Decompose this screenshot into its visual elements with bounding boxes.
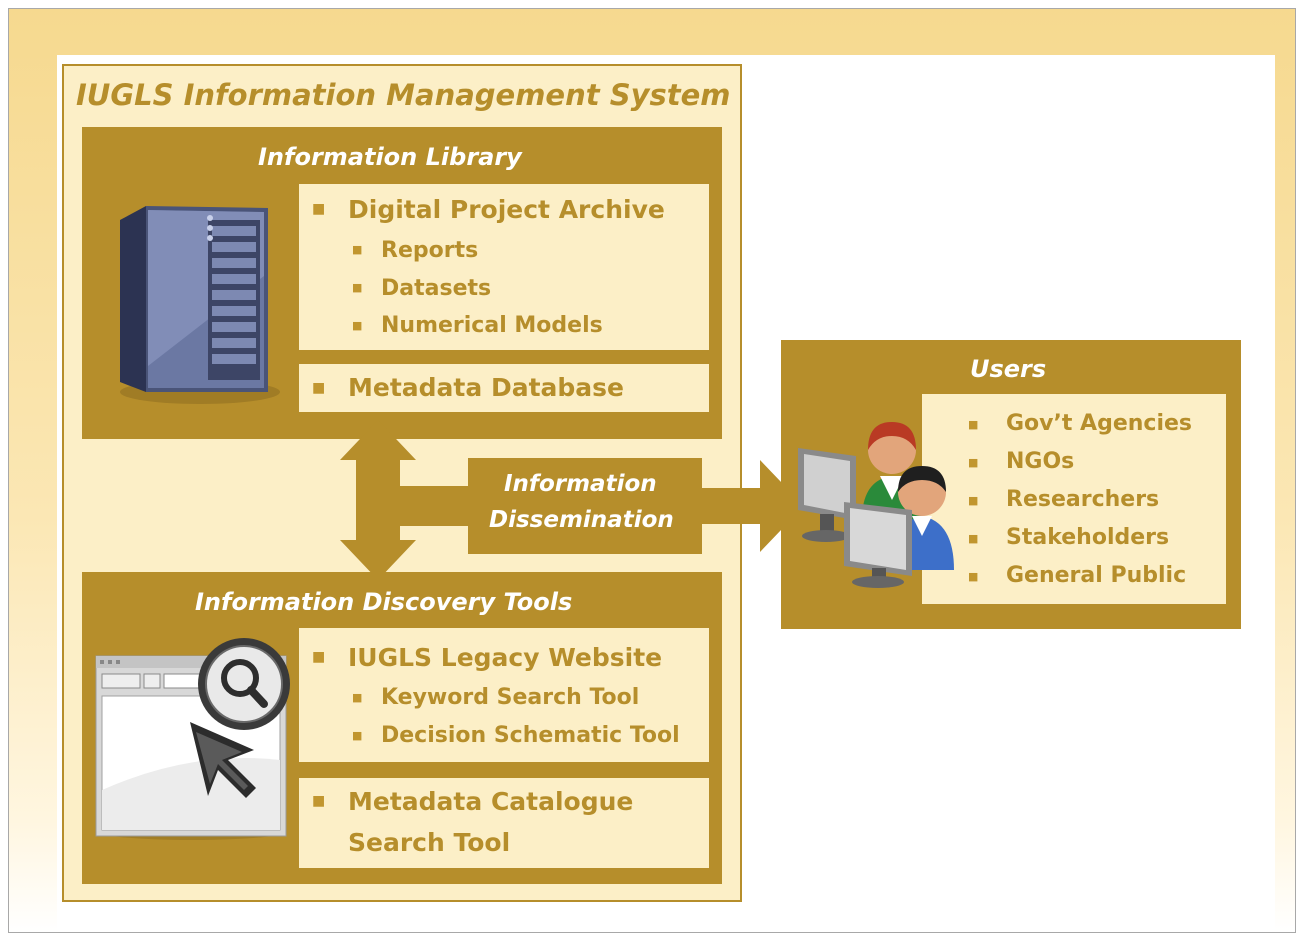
bullet-icon: ■	[312, 793, 326, 809]
bullet-icon: ■	[968, 456, 979, 469]
users-list-box	[922, 394, 1226, 604]
users-item: Stakeholders	[1006, 525, 1170, 550]
bullet-icon: ■	[352, 281, 363, 294]
bullet-icon: ■	[968, 494, 979, 507]
bullet-icon: ■	[352, 729, 363, 742]
bullet-icon: ■	[312, 380, 326, 396]
ims-title: IUGLS Information Management System	[76, 78, 731, 112]
bullet-icon: ■	[312, 649, 326, 665]
archive-box	[299, 184, 709, 350]
catalogue-label-line1: Metadata Catalogue	[348, 787, 634, 816]
users-item: NGOs	[1006, 449, 1075, 474]
bullet-icon: ■	[968, 532, 979, 545]
archive-item: Datasets	[381, 276, 492, 301]
archive-item: Numerical Models	[381, 313, 603, 338]
users-computers-icon	[798, 422, 954, 588]
users-item: General Public	[1006, 563, 1187, 588]
metadata-db-label: Metadata Database	[348, 373, 624, 402]
cursor-arrow-icon	[190, 722, 256, 798]
server-icon	[120, 206, 280, 404]
vertical-double-arrow	[340, 420, 416, 580]
archive-item: Reports	[381, 238, 479, 263]
users-item: Gov’t Agencies	[1006, 411, 1193, 436]
bullet-icon: ■	[352, 243, 363, 256]
bullet-icon: ■	[352, 691, 363, 704]
discovery-title: Information Discovery Tools	[195, 588, 573, 616]
library-title: Information Library	[258, 143, 522, 171]
catalogue-box	[299, 778, 709, 868]
bullet-icon: ■	[968, 570, 979, 583]
website-item: Decision Schematic Tool	[381, 723, 680, 748]
archive-label: Digital Project Archive	[348, 195, 665, 224]
bullet-icon: ■	[968, 418, 979, 431]
dissemination-label-line1: Information	[504, 471, 657, 497]
catalogue-label-line2: Search Tool	[348, 828, 511, 857]
metadata-db-box	[299, 364, 709, 412]
bullet-icon: ■	[352, 319, 363, 332]
dissemination-label-line2: Dissemination	[489, 507, 674, 533]
bullet-icon: ■	[312, 201, 326, 217]
browser-window-icon	[95, 655, 287, 840]
website-item: Keyword Search Tool	[381, 685, 640, 710]
users-item: Researchers	[1006, 487, 1160, 512]
users-title: Users	[970, 355, 1047, 383]
website-box	[299, 628, 709, 762]
dissemination-arrow	[390, 458, 804, 554]
magnifier-icon	[198, 638, 290, 730]
website-label: IUGLS Legacy Website	[348, 643, 663, 672]
